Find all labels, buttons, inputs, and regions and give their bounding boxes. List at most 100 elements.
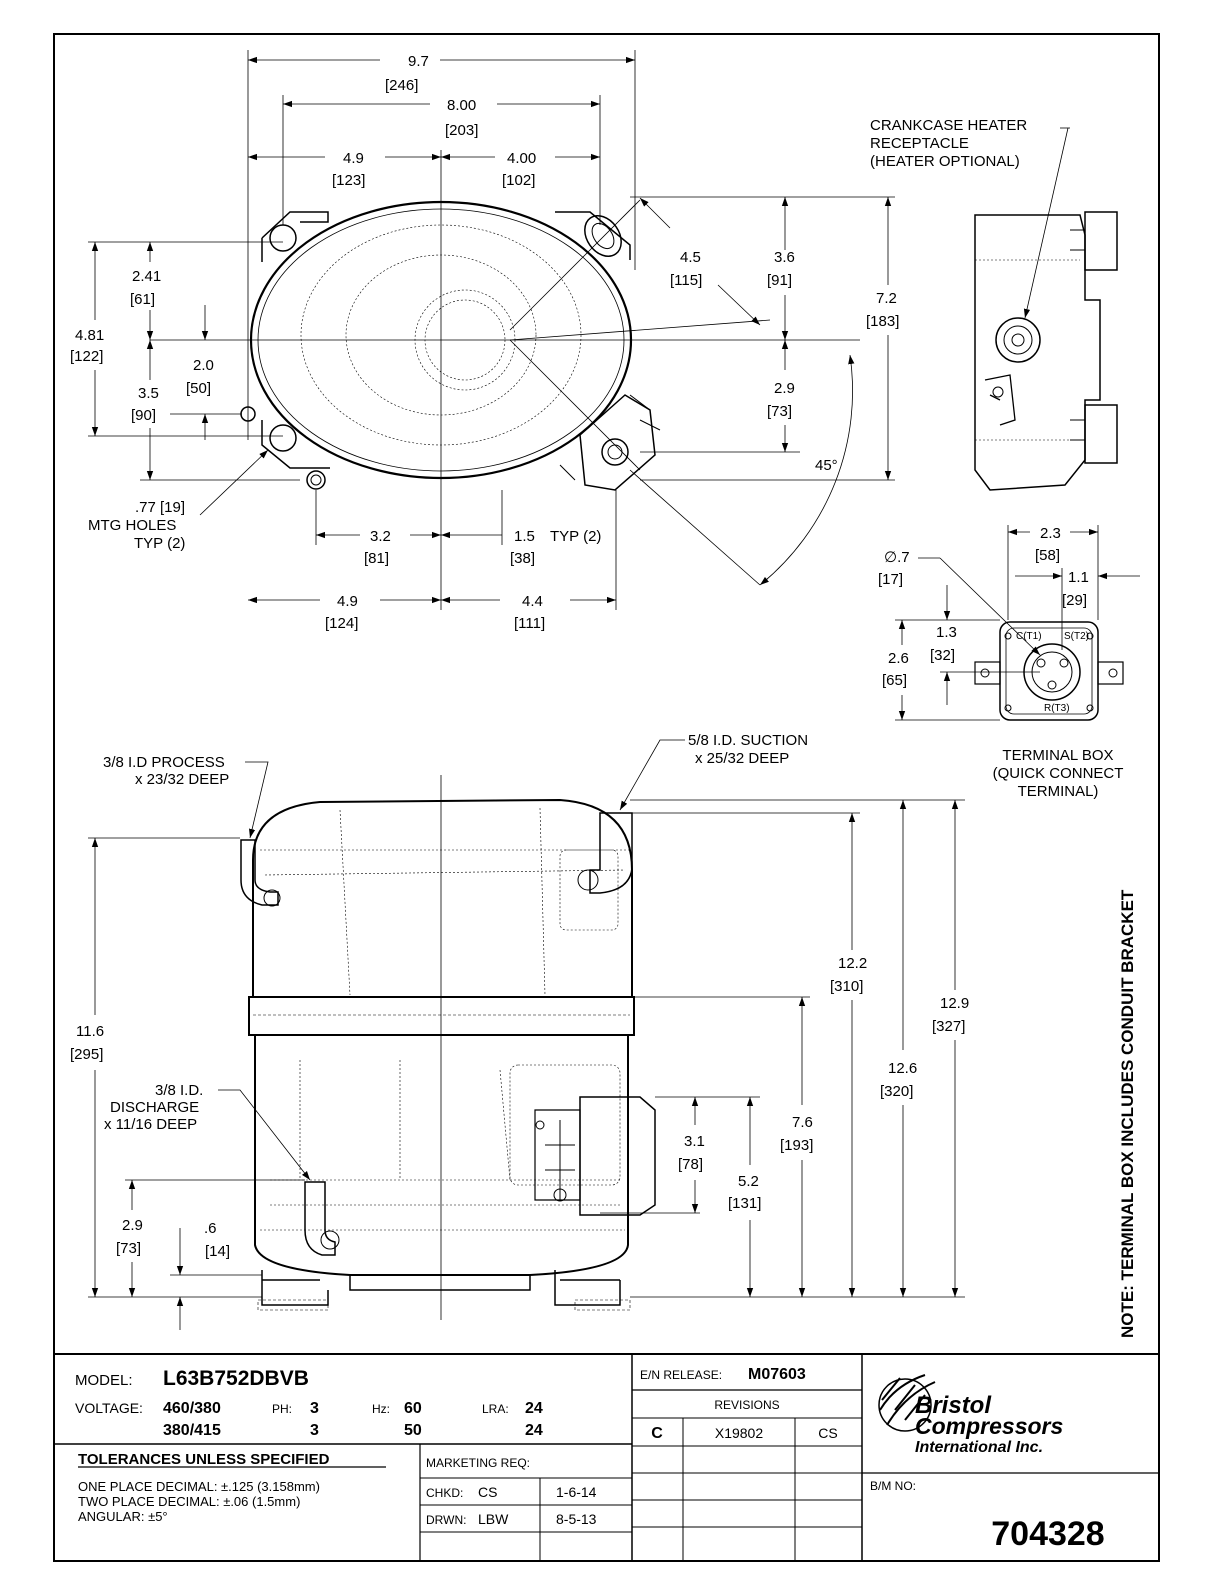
terminal-box-labels: 2.3 [58] 1.1 [29] ∅.7 [17] 1.3 [32] 2.6 … (878, 525, 1123, 800)
dim-90: [90] (131, 407, 156, 424)
suction-line2: x 25/32 DEEP (695, 750, 789, 767)
dim-8-00: 8.00 (447, 97, 476, 114)
dim-193: [193] (780, 1137, 813, 1154)
dim-4-00: 4.00 (507, 150, 536, 167)
dim-2-9-top: 2.9 (774, 380, 795, 397)
dim-7-6: 7.6 (792, 1114, 813, 1131)
drwn-date: 8-5-13 (556, 1511, 597, 1527)
revisions-label: REVISIONS (714, 1398, 779, 1412)
dim-dia-7: ∅.7 (884, 549, 910, 566)
dim-4-5: 4.5 (680, 249, 701, 266)
tolerance-3: ANGULAR: ±5° (78, 1509, 168, 1524)
rev-letter: C (651, 1425, 663, 1442)
voltage-1: 460/380 (163, 1400, 221, 1417)
dim-17: [17] (878, 571, 903, 588)
crankcase-label: CRANKCASE HEATER RECEPTACLE (HEATER OPTI… (870, 117, 1027, 170)
dim-typ-2: TYP (2) (550, 528, 601, 545)
dim-9-7: 9.7 (408, 53, 429, 70)
terminal-box-caption-2: (QUICK CONNECT (993, 765, 1124, 782)
dim-12-2: 12.2 (838, 955, 867, 972)
dim-3-1: 3.1 (684, 1133, 705, 1150)
rev-number: X19802 (715, 1425, 763, 1441)
rev-by: CS (818, 1425, 837, 1441)
dim-115: [115] (670, 272, 702, 289)
voltage-label: VOLTAGE: (75, 1400, 143, 1416)
bm-label: B/M NO: (870, 1479, 916, 1493)
drwn-value: LBW (478, 1511, 509, 1527)
top-view-dimensions: 9.7 [246] 8.00 [203] 4.9 [123] 4.00 [102… (70, 53, 899, 632)
dim-2-6: 2.6 (888, 650, 909, 667)
ph-1: 3 (310, 1400, 319, 1417)
lra-2: 24 (525, 1422, 543, 1439)
dim-3-6: 3.6 (774, 249, 795, 266)
title-block: MODEL: L63B752DBVB VOLTAGE: 460/380 380/… (75, 1366, 1105, 1553)
dim-246: [246] (385, 77, 418, 94)
terminal-c: C(T1) (1016, 631, 1042, 642)
dim-203: [203] (445, 122, 478, 139)
dim-124: [124] (325, 615, 358, 632)
dim-73-side: [73] (116, 1240, 141, 1257)
ph-2: 3 (310, 1422, 319, 1439)
tolerance-1: ONE PLACE DECIMAL: ±.125 (3.158mm) (78, 1479, 320, 1494)
dim-91: [91] (767, 272, 792, 289)
dim-4-4: 4.4 (522, 593, 543, 610)
dim-32: [32] (930, 647, 955, 664)
terminal-box-view (895, 525, 1140, 721)
ph-label: PH: (272, 1402, 292, 1416)
discharge-line2: DISCHARGE (110, 1099, 199, 1116)
sheet-border (53, 33, 1160, 1562)
dim-3-5: 3.5 (138, 385, 159, 402)
tolerance-2: TWO PLACE DECIMAL: ±.06 (1.5mm) (78, 1494, 300, 1509)
dim-1-3: 1.3 (936, 624, 957, 641)
dim-50: [50] (186, 380, 211, 397)
dim-58: [58] (1035, 547, 1060, 564)
marketing-req: MARKETING REQ: (426, 1456, 530, 1470)
dim-38: [38] (510, 550, 535, 567)
dim-12-6: 12.6 (888, 1060, 917, 1077)
crankcase-line2: RECEPTACLE (870, 135, 969, 152)
company-name-1: Bristol (915, 1392, 992, 1419)
dim-4-9-bottom: 4.9 (337, 593, 358, 610)
hz-1: 60 (404, 1400, 422, 1417)
tolerances-title: TOLERANCES UNLESS SPECIFIED (78, 1451, 330, 1468)
voltage-2: 380/415 (163, 1422, 221, 1439)
dim-4-81: 4.81 (75, 327, 104, 344)
dim-73-top: [73] (767, 403, 792, 420)
dim-0-6: .6 (204, 1220, 217, 1237)
dim-14: [14] (205, 1243, 230, 1260)
model-label: MODEL: (75, 1372, 133, 1389)
terminal-box-caption-3: TERMINAL) (1018, 783, 1099, 800)
dim-81: [81] (364, 550, 389, 567)
dim-12-9: 12.9 (940, 995, 969, 1012)
dim-11-6: 11.6 (76, 1023, 104, 1040)
dim-45-deg: 45° (815, 457, 838, 474)
side-view-labels: 3/8 I.D PROCESS x 23/32 DEEP 5/8 I.D. SU… (70, 732, 969, 1260)
bm-number: 704328 (991, 1515, 1104, 1553)
mtg-holes-typ: TYP (2) (134, 535, 185, 552)
dim-2-41: 2.41 (132, 268, 161, 285)
conduit-bracket-note: NOTE: TERMINAL BOX INCLUDES CONDUIT BRAC… (1118, 889, 1137, 1338)
bristol-logo-icon (878, 1374, 936, 1432)
model-number: L63B752DBVB (163, 1367, 309, 1390)
dim-78: [78] (678, 1156, 703, 1173)
crankcase-view (974, 127, 1118, 491)
suction-line1: 5/8 I.D. SUCTION (688, 732, 808, 749)
process-line2: x 23/32 DEEP (135, 771, 229, 788)
dim-1-1: 1.1 (1068, 569, 1089, 586)
mtg-holes-label: MTG HOLES (88, 517, 176, 534)
dim-5-2: 5.2 (738, 1173, 759, 1190)
terminal-r: R(T3) (1044, 703, 1070, 714)
chkd-value: CS (478, 1484, 497, 1500)
discharge-line3: x 11/16 DEEP (104, 1116, 197, 1133)
drwn-label: DRWN: (426, 1513, 466, 1527)
terminal-s: S(T2) (1064, 631, 1089, 642)
hz-label: Hz: (372, 1402, 390, 1416)
dim-102: [102] (502, 172, 535, 189)
dim-1-5: 1.5 (514, 528, 535, 545)
dim-123: [123] (332, 172, 365, 189)
dim-131: [131] (728, 1195, 761, 1212)
crankcase-line3: (HEATER OPTIONAL) (870, 153, 1020, 170)
en-release-label: E/N RELEASE: (640, 1368, 722, 1382)
mtg-holes-dim: .77 [19] (135, 499, 185, 516)
